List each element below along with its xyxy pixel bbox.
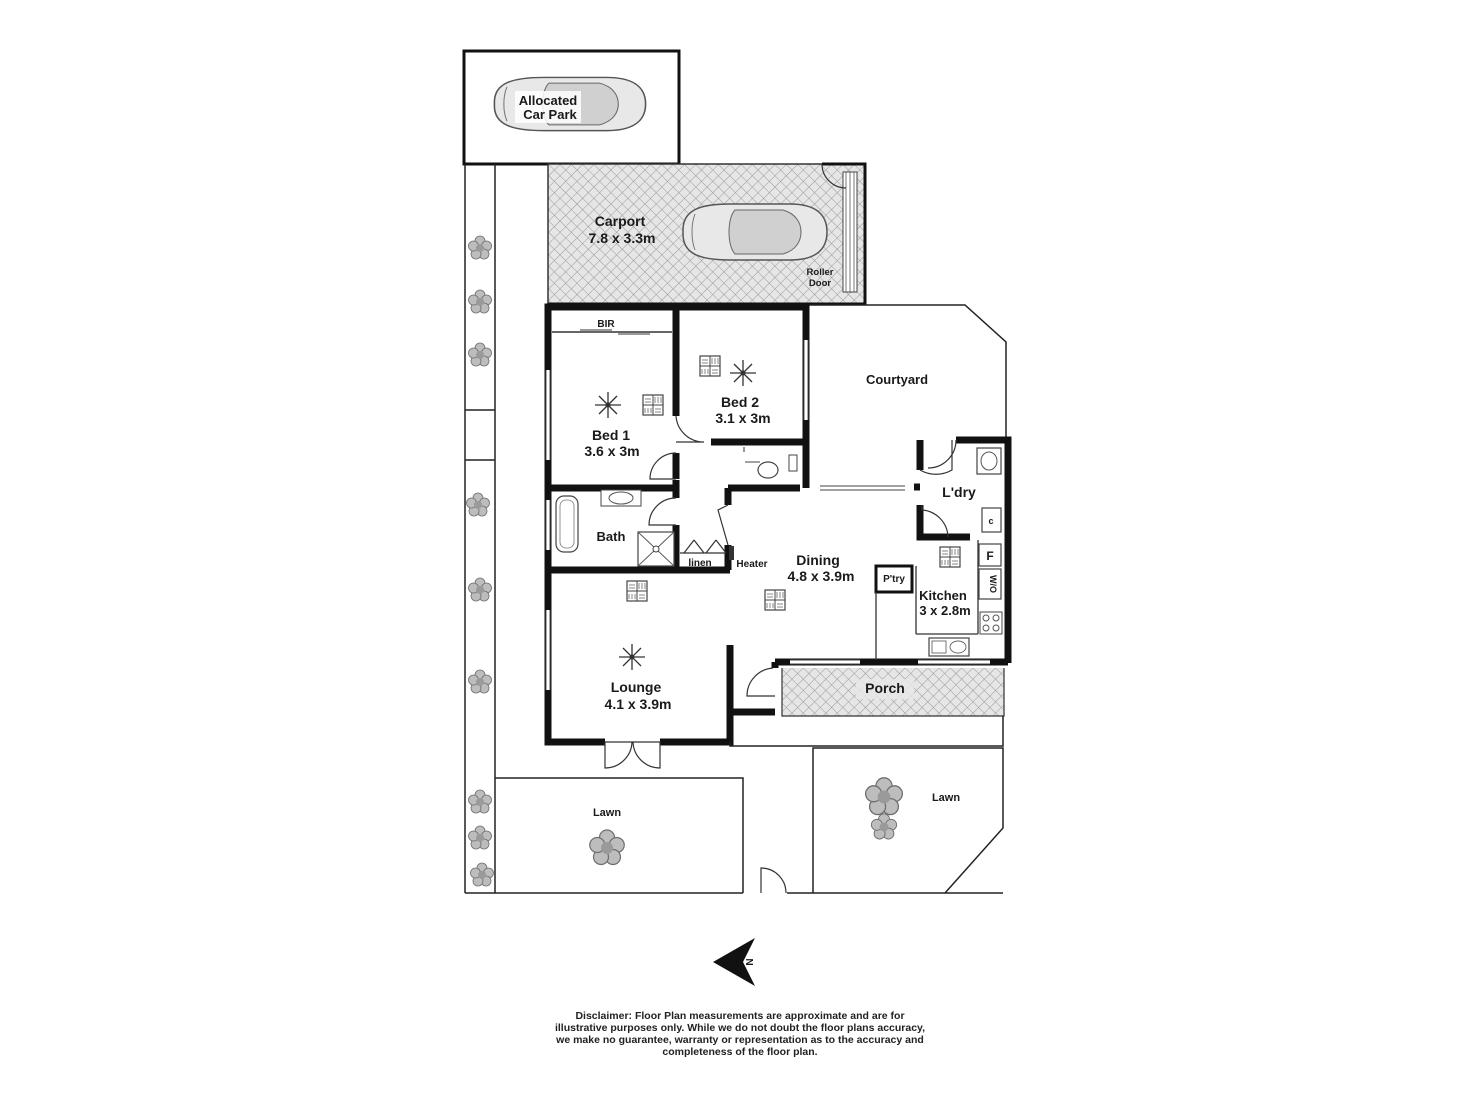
porch: Porch <box>781 668 1005 717</box>
kitchen: P'try F W/O Kitchen 3 x 2.8m <box>874 540 1003 660</box>
courtyard-label: Courtyard <box>866 372 928 387</box>
disclaimer-line: completeness of the floor plan. <box>662 1046 818 1058</box>
heater-label: Heater <box>736 559 767 570</box>
allocated-car-park: Allocated Car Park <box>462 49 681 166</box>
north-arrow-icon: N <box>713 938 756 986</box>
yard <box>495 716 1004 894</box>
bed-1: Bed 1 3.6 x 3m <box>584 391 677 480</box>
disclaimer-line: we make no guarantee, warranty or repres… <box>556 1034 924 1046</box>
toilet-icon <box>757 461 779 479</box>
shrub-icon <box>468 825 492 850</box>
disclaimer-line: illustrative purposes only. While we do … <box>554 1022 926 1034</box>
ceiling-fan-icon <box>618 643 646 671</box>
courtyard: Courtyard <box>806 304 1007 440</box>
vent-icon <box>642 394 664 416</box>
kitchen-size: 3 x 2.8m <box>919 603 970 618</box>
roller-door-label-line2: Door <box>809 278 831 289</box>
ceiling-fan-icon <box>594 391 622 419</box>
disclaimer: Disclaimer: Floor Plan measurements are … <box>520 1010 960 1058</box>
carport-label: Carport <box>595 213 646 229</box>
roller-door-label-line1: Roller <box>807 267 834 278</box>
sink-icon <box>928 637 970 657</box>
north-label: N <box>745 958 756 965</box>
bed-1-label: Bed 1 <box>592 427 630 443</box>
bathroom: Bath <box>555 489 677 567</box>
shrub-icon <box>468 342 492 367</box>
vent-icon <box>939 546 961 568</box>
heater-icon <box>729 546 734 560</box>
lounge-label: Lounge <box>611 679 662 695</box>
pantry-label: P'try <box>883 574 905 585</box>
shrub-icon <box>589 829 625 866</box>
shrub-icon <box>470 862 494 887</box>
built-in-robe: BIR <box>552 319 672 335</box>
lounge: Lounge 4.1 x 3.9m <box>604 580 775 769</box>
window-lines <box>545 340 990 690</box>
car-icon <box>682 203 828 261</box>
bed-2: Bed 2 3.1 x 3m <box>675 355 771 443</box>
lawn-right-label: Lawn <box>932 792 960 804</box>
shrub-icon <box>864 776 904 816</box>
porch-label: Porch <box>865 680 905 696</box>
shrub-icon <box>466 492 490 517</box>
dining-label: Dining <box>796 552 840 568</box>
linen-cupboard: linen Heater <box>680 504 768 570</box>
bed-1-size: 3.6 x 3m <box>584 443 639 459</box>
lawn-left: Lawn <box>589 807 625 866</box>
vent-icon <box>699 355 721 377</box>
dining: Dining 4.8 x 3.9m <box>764 552 855 611</box>
shrub-icon <box>468 789 492 814</box>
kitchen-label: Kitchen <box>919 588 967 603</box>
disclaimer-line: Disclaimer: Floor Plan measurements are … <box>575 1010 905 1022</box>
laundry: c L'dry <box>919 439 1002 538</box>
shrub-icon <box>468 235 492 260</box>
carport: Carport 7.8 x 3.3m Roller Door <box>547 162 867 306</box>
bed-2-label: Bed 2 <box>721 394 759 410</box>
shrub-icon <box>468 669 492 694</box>
laundry-label: L'dry <box>942 484 976 500</box>
linen-label: linen <box>688 558 711 569</box>
laundry-cupboard-label: c <box>988 516 993 526</box>
carport-size: 7.8 x 3.3m <box>589 230 656 246</box>
car-park-label-line2: Car Park <box>523 107 577 122</box>
shrub-icon <box>468 289 492 314</box>
bed-2-size: 3.1 x 3m <box>715 410 770 426</box>
shrubs-left <box>466 235 494 887</box>
lawn-right: Lawn <box>864 776 960 840</box>
wall-oven-label: W/O <box>988 575 998 593</box>
shrub-icon <box>468 577 492 602</box>
side-path <box>464 164 1003 894</box>
windows <box>546 340 990 690</box>
bir-label: BIR <box>597 319 615 330</box>
bath-label: Bath <box>597 529 626 544</box>
fridge-label: F <box>986 549 993 563</box>
ceiling-fan-icon <box>729 359 757 387</box>
vanity-icon <box>600 489 642 507</box>
lawn-left-label: Lawn <box>593 807 621 819</box>
dining-size: 4.8 x 3.9m <box>788 568 855 584</box>
car-park-label-line1: Allocated <box>519 93 578 108</box>
cooktop-icon <box>979 611 1003 635</box>
lounge-size: 4.1 x 3.9m <box>605 696 672 712</box>
bathtub-icon <box>555 495 579 553</box>
toilet <box>743 447 798 479</box>
shrub-icon <box>870 813 898 840</box>
vent-icon <box>764 589 786 611</box>
vent-icon <box>626 580 648 602</box>
